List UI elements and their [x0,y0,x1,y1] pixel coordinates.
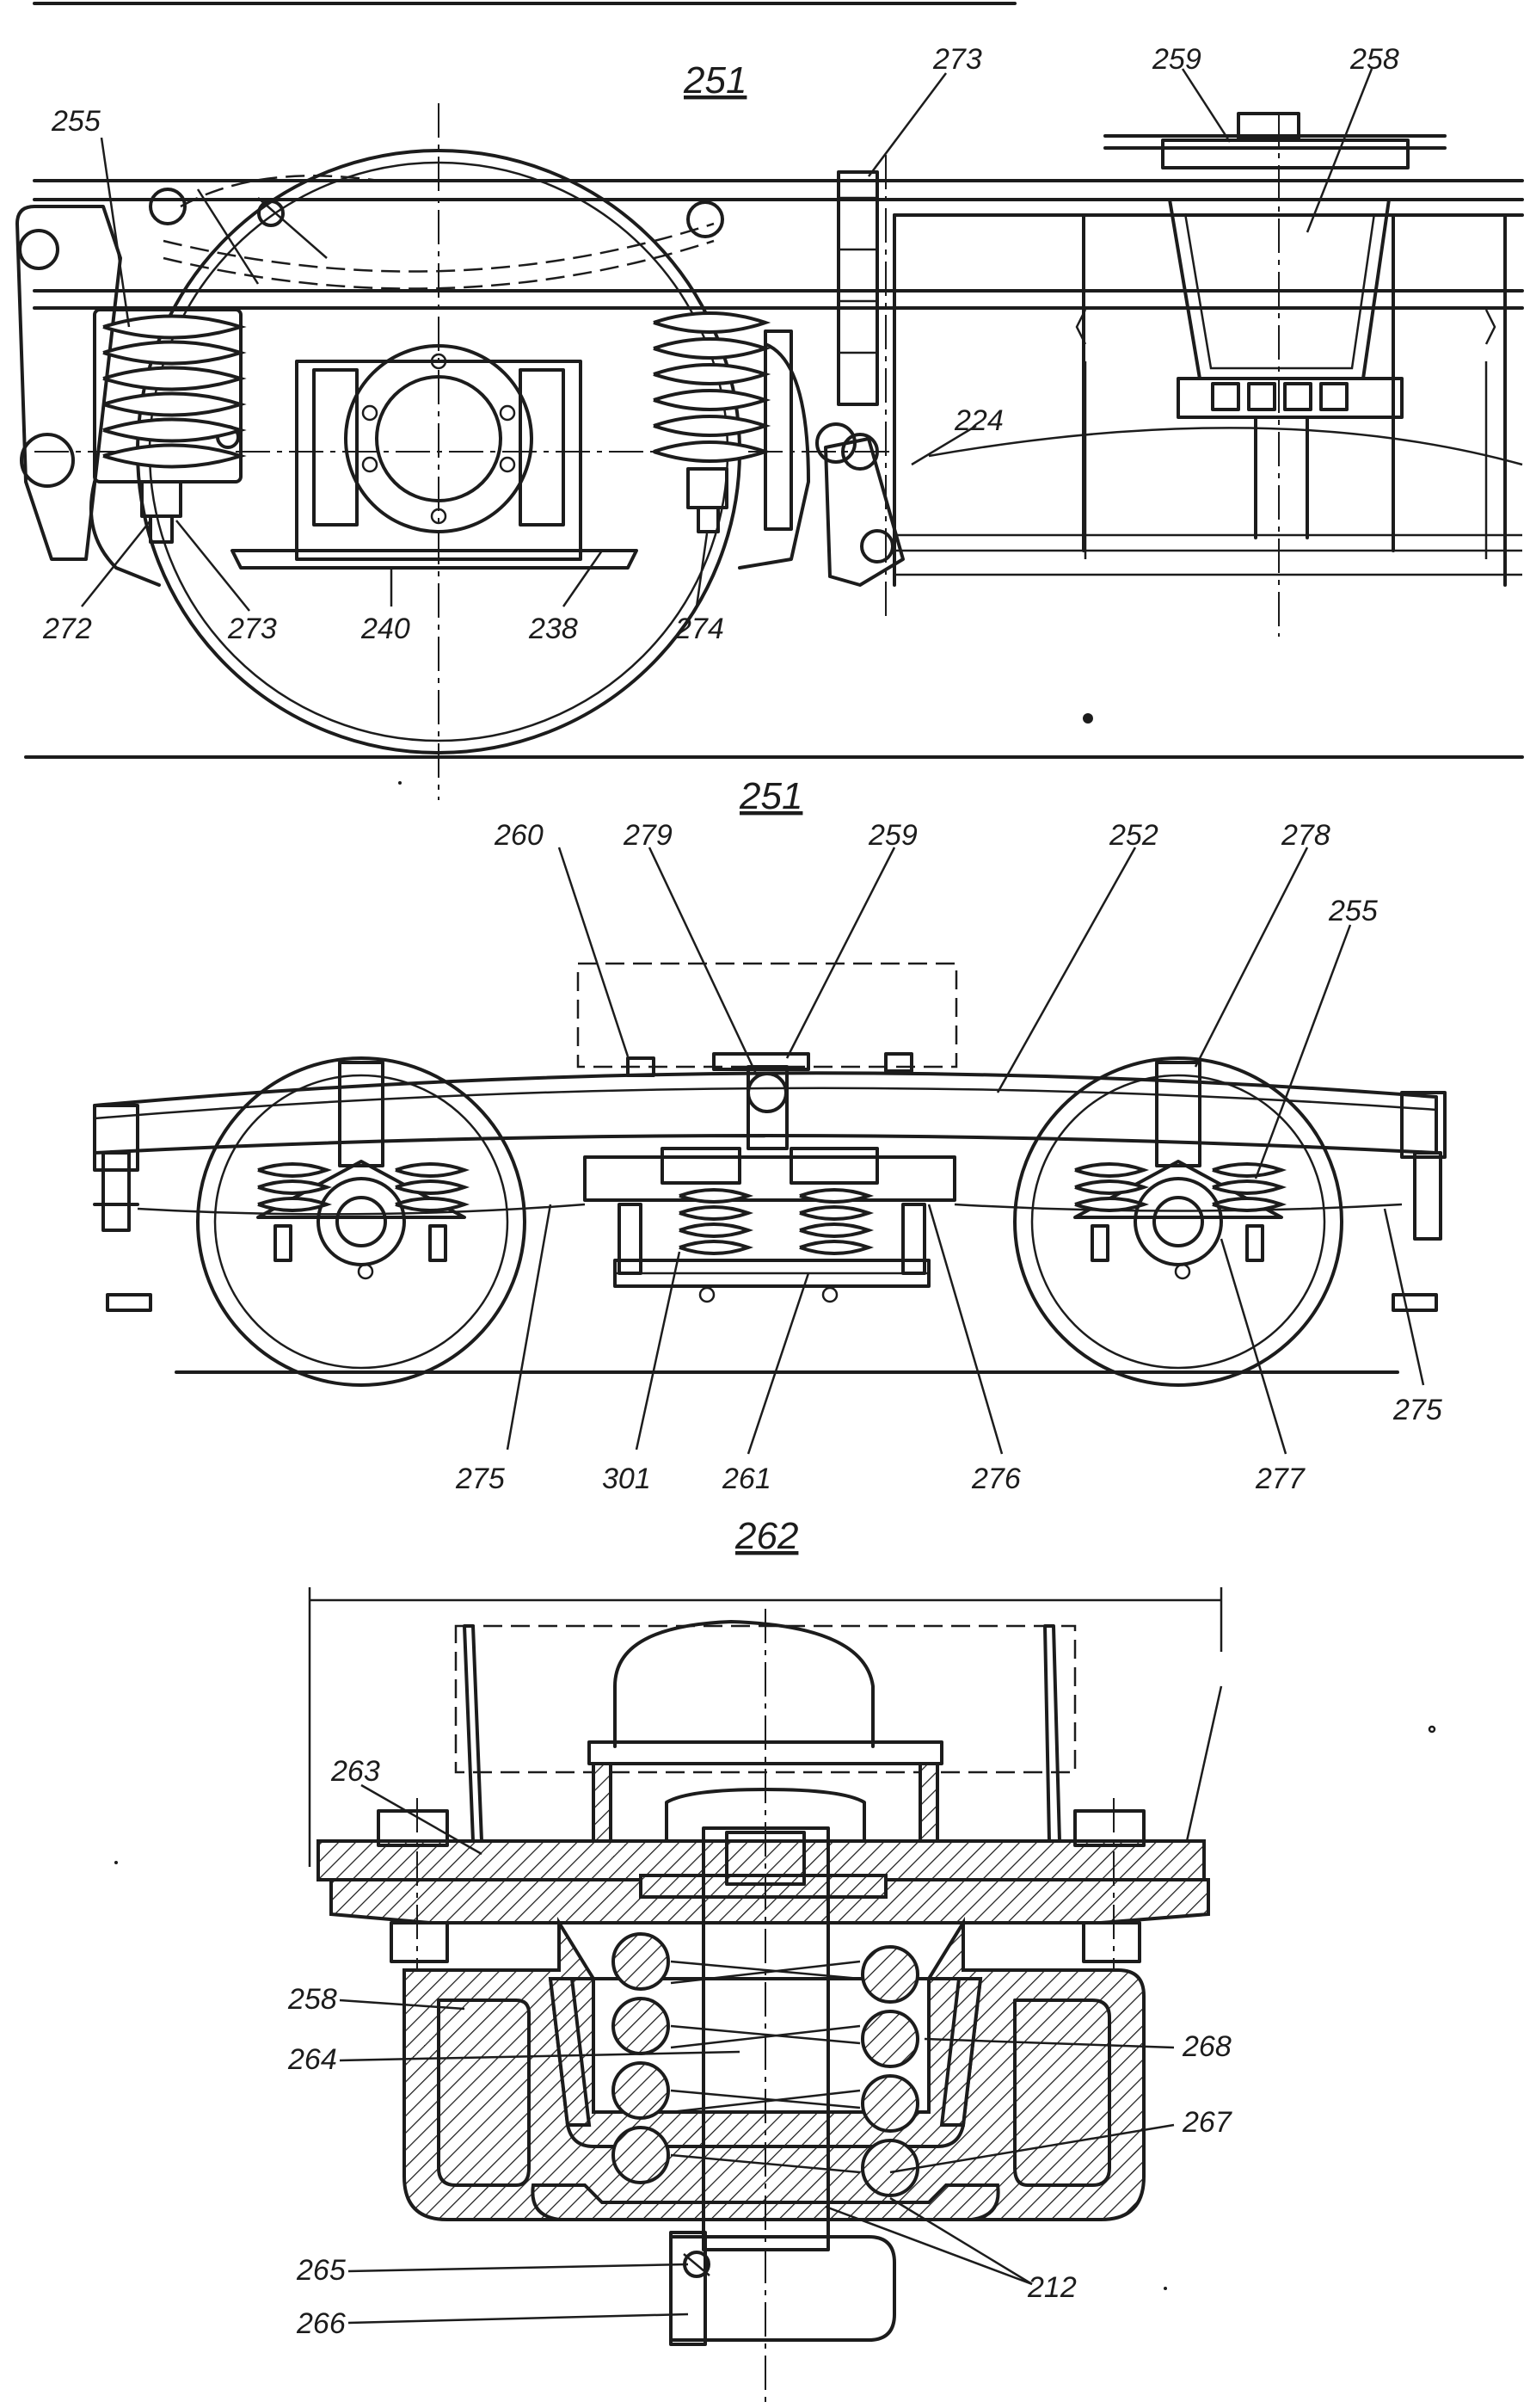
label-301: 301 [602,1463,651,1495]
label-275: 275 [455,1463,505,1495]
label-238: 238 [528,613,578,645]
label-259: 259 [868,819,918,852]
label-263: 263 [330,1755,380,1788]
label-268: 268 [1182,2030,1232,2063]
left-axlebox [256,1061,470,1280]
label-276: 276 [971,1463,1021,1495]
label-277: 277 [1255,1463,1306,1495]
label-264: 264 [287,2043,337,2076]
view-3-title: 262 [734,1515,798,1557]
label-252: 252 [1109,819,1158,852]
label-261: 261 [722,1463,771,1495]
view-2-bogie-elevation: 251 [93,775,1447,1495]
label-267: 267 [1182,2106,1232,2139]
label-279: 279 [623,819,673,852]
left-coil-spring [89,308,247,587]
label-258: 258 [1349,43,1399,76]
right-coil-spring [653,200,810,570]
label-212: 212 [1027,2271,1077,2304]
label-278: 278 [1281,819,1330,852]
label-240: 240 [360,613,410,645]
label-274: 274 [674,613,724,645]
view-1-side-elevation: 251 [15,43,1524,800]
label-259: 259 [1152,43,1201,76]
label-273: 273 [227,613,277,645]
label-255: 255 [1328,895,1378,927]
label-224: 224 [954,404,1004,437]
label-260: 260 [494,819,544,852]
label-266: 266 [296,2307,346,2340]
view-1-title: 251 [683,59,747,102]
view-3-section: 262 [287,1515,1436,2405]
label-255: 255 [51,105,101,138]
label-265: 265 [296,2254,346,2287]
label-273: 273 [932,43,982,76]
hanger-link [815,155,905,619]
label-275: 275 [1392,1394,1442,1426]
view-2-title: 251 [739,775,802,817]
right-axlebox [1073,1061,1287,1280]
label-258: 258 [287,1983,337,2016]
label-272: 272 [42,613,92,645]
center-bolster [583,1052,956,1303]
